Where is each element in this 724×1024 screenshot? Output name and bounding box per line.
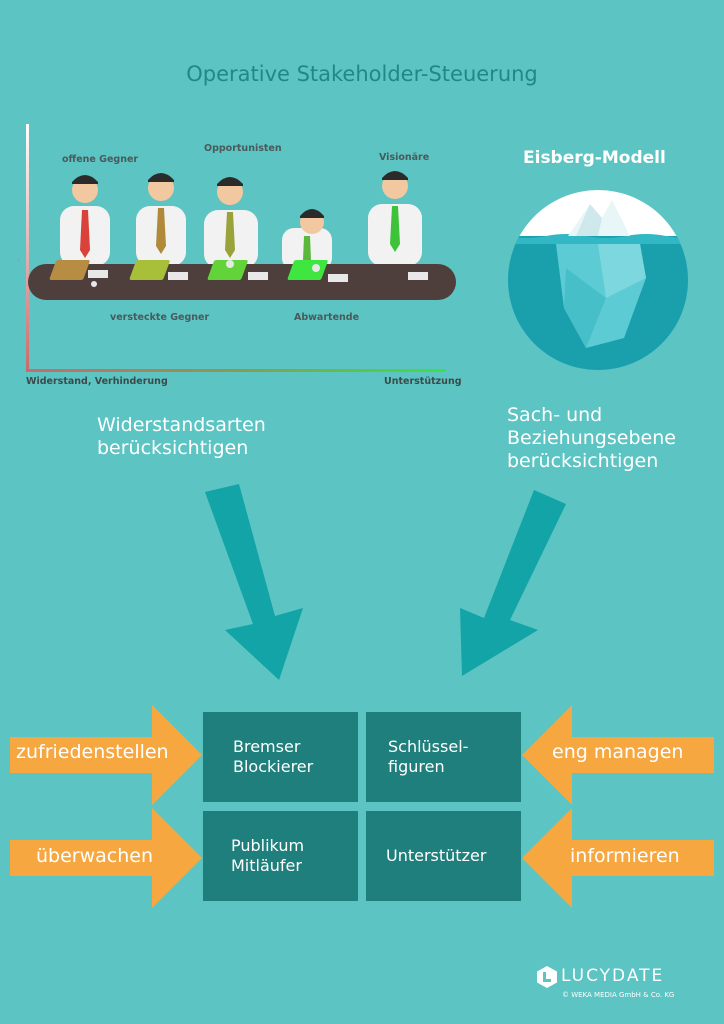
arrow-left-bottom-icon — [522, 808, 714, 908]
label-abwartende: Abwartende — [294, 312, 360, 323]
arrow-left-top-icon — [522, 705, 714, 805]
action-informieren: informieren — [570, 845, 680, 867]
copyright: © WEKA MEDIA GmbH & Co. KG — [562, 991, 675, 999]
arrow-right-bottom-icon — [10, 808, 202, 908]
arrow-down-left-icon — [205, 484, 303, 680]
label-opportunisten: Opportunisten — [204, 143, 282, 154]
box-schluesselfiguren: Schlüssel-figuren — [366, 712, 521, 802]
x-axis-right-label: Unterstützung — [384, 376, 462, 387]
logo-text: LUCYDATE — [561, 966, 665, 986]
iceberg-icon — [508, 190, 688, 370]
person-visionaere — [368, 171, 422, 266]
iceberg-title: Eisberg-Modell — [523, 148, 666, 168]
action-zufriedenstellen: zufriedenstellen — [16, 741, 169, 763]
person-offene-gegner — [60, 175, 110, 266]
x-axis — [26, 369, 446, 372]
person-abwartende — [282, 209, 332, 270]
laptops — [18, 258, 328, 280]
person-versteckte-gegner — [136, 173, 186, 266]
label-versteckte-gegner: versteckte Gegner — [110, 312, 210, 323]
arrow-right-top-icon — [10, 705, 202, 805]
y-axis — [26, 124, 29, 372]
x-axis-left-label: Widerstand, Verhinderung — [26, 376, 168, 387]
page-title: Operative Stakeholder-Steuerung — [186, 62, 538, 86]
left-caption: Widerstandsarten berücksichtigen — [97, 414, 266, 459]
action-eng-managen: eng managen — [552, 741, 684, 763]
person-opportunisten — [204, 177, 258, 268]
box-unterstuetzer: Unterstützer — [366, 811, 521, 901]
action-ueberwachen: überwachen — [36, 845, 154, 867]
arrow-down-right-icon — [460, 490, 566, 676]
label-visionaere: Visionäre — [379, 152, 430, 163]
stakeholder-illustration — [18, 124, 456, 372]
label-offene-gegner: offene Gegner — [62, 154, 139, 165]
right-caption: Sach- und Beziehungsebene berücksichtige… — [507, 404, 676, 472]
lucydate-logo-icon — [537, 966, 557, 988]
